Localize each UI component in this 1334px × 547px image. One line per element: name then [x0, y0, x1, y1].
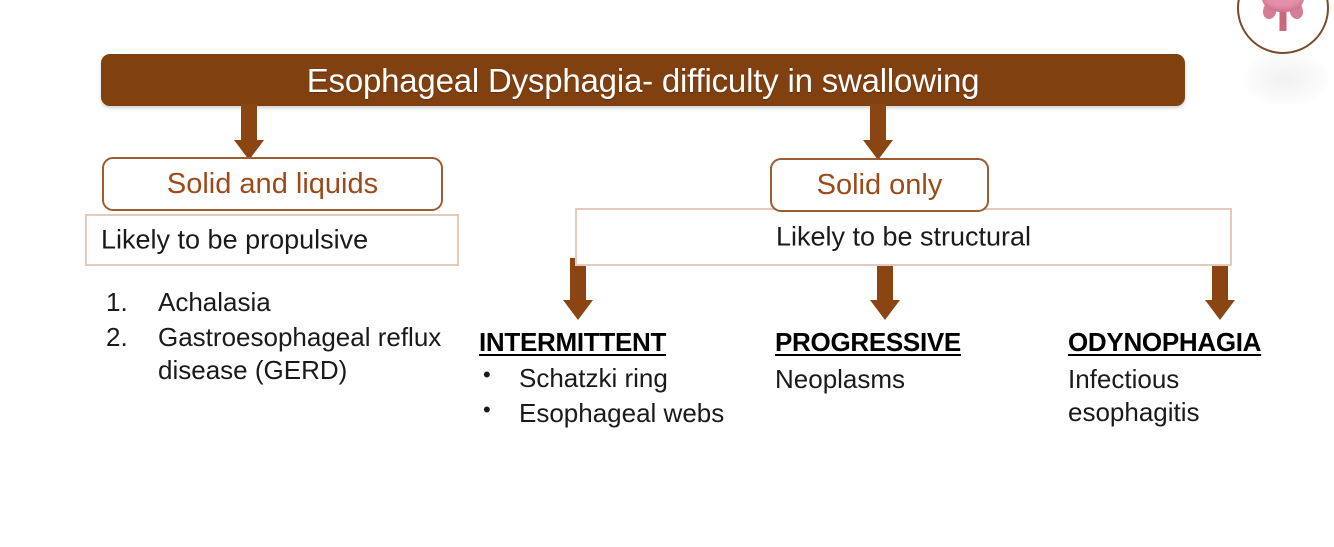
column-heading: PROGRESSIVE — [775, 327, 961, 357]
list-item: Schatzki ring — [479, 361, 769, 395]
likely-structural-box: Likely to be structural — [575, 208, 1232, 266]
solid-and-liquids-box: Solid and liquids — [102, 157, 443, 211]
list-item: Achalasia — [106, 286, 271, 319]
brand-logo — [1237, 0, 1329, 54]
list-item: Gastroesophageal reflux disease (GERD) — [106, 321, 442, 385]
likely-propulsive-box: Likely to be propulsive — [85, 214, 459, 266]
bullet-list: Schatzki ring Esophageal webs — [479, 361, 769, 430]
numbered-list: Achalasia Gastroesophageal reflux diseas… — [96, 286, 476, 386]
likely-structural-label: Likely to be structural — [775, 221, 1032, 252]
solid-only-label: Solid only — [816, 168, 943, 201]
logo-stem — [1279, 7, 1287, 32]
list-item: Esophageal webs — [479, 396, 769, 430]
column-line: Infectious esophagitis — [1068, 364, 1200, 427]
arrow-structural-to-intermittent — [560, 258, 596, 320]
column-progressive: PROGRESSIVE Neoplasms — [775, 327, 1055, 396]
propulsive-causes-list: Achalasia Gastroesophageal reflux diseas… — [96, 286, 476, 388]
logo-organ-shape — [1262, 0, 1304, 13]
column-line: Neoplasms — [775, 364, 906, 394]
arrow-title-to-solid-and-liquids — [229, 104, 269, 160]
solid-only-box: Solid only — [770, 158, 989, 212]
chart-title-bar: Esophageal Dysphagia- difficulty in swal… — [101, 54, 1185, 106]
anatomy-illustration-icon — [1260, 0, 1306, 32]
likely-propulsive-label: Likely to be propulsive — [101, 224, 369, 255]
arrow-structural-to-odynophagia — [1202, 258, 1238, 320]
solid-and-liquids-label: Solid and liquids — [166, 167, 379, 200]
logo-shadow — [1243, 52, 1329, 106]
column-intermittent: INTERMITTENT Schatzki ring Esophageal we… — [479, 327, 769, 432]
logo-circle-icon — [1237, 0, 1329, 54]
column-odynophagia: ODYNOPHAGIA Infectious esophagitis — [1068, 327, 1334, 429]
chart-title-text: Esophageal Dysphagia- difficulty in swal… — [306, 61, 980, 99]
arrow-structural-to-progressive — [867, 258, 903, 320]
arrow-title-to-solid-only — [858, 104, 898, 160]
column-heading: ODYNOPHAGIA — [1068, 327, 1262, 357]
column-heading: INTERMITTENT — [479, 327, 667, 357]
